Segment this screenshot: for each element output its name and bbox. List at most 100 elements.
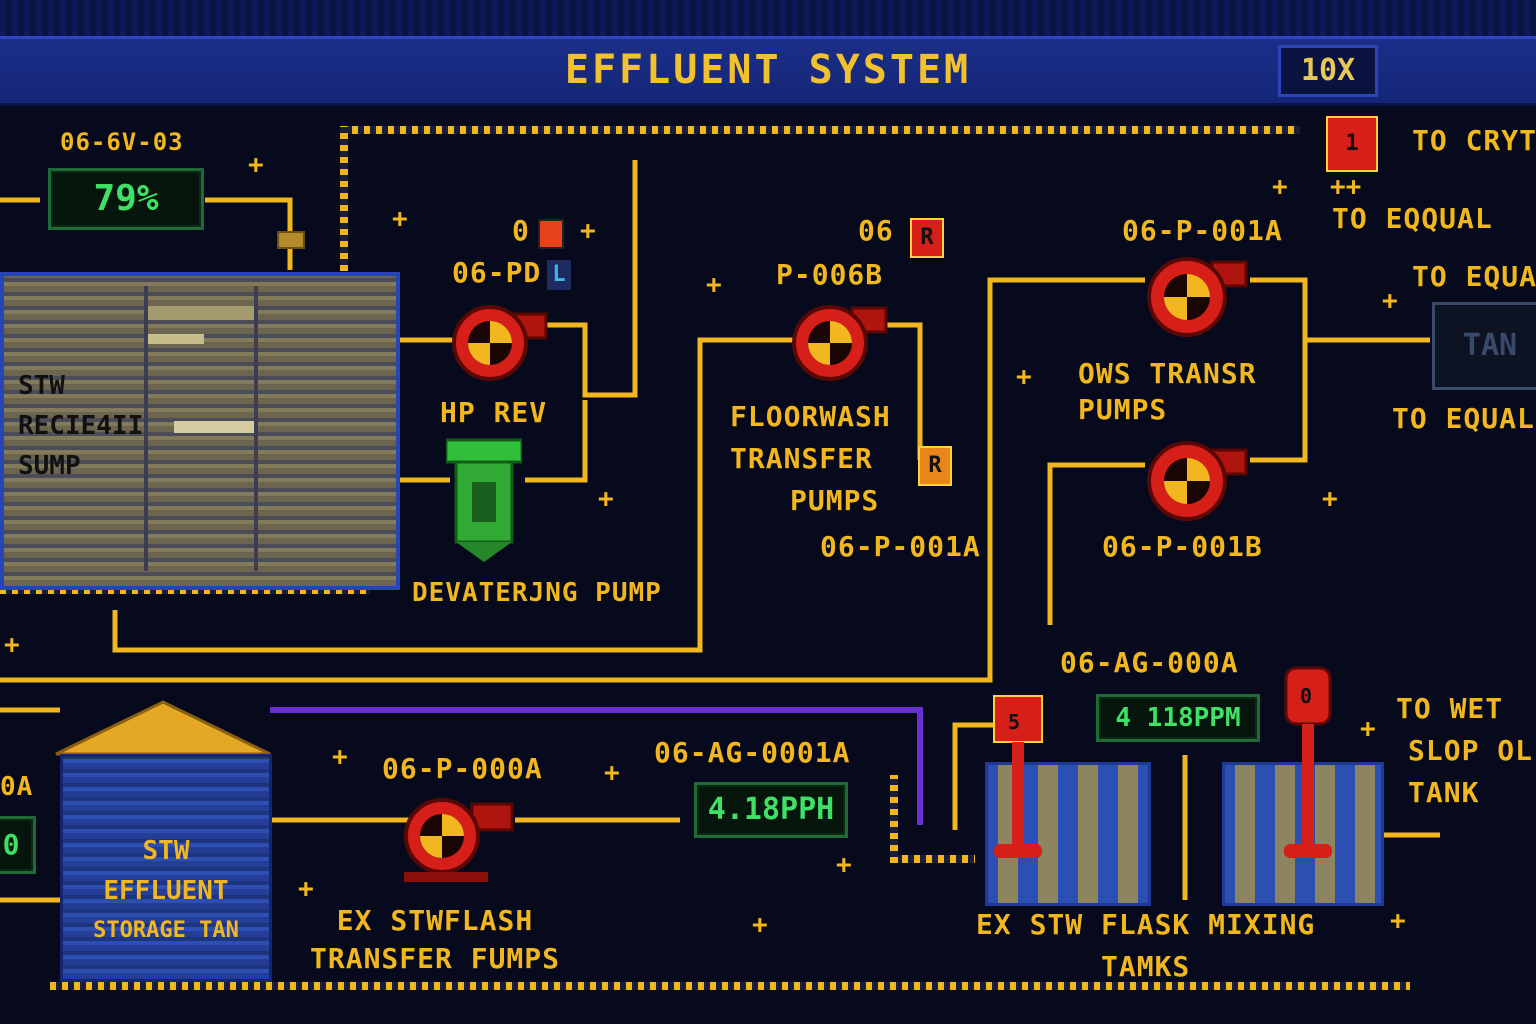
title-bar: EFFLUENT SYSTEM 10X <box>0 36 1536 106</box>
pipe-mixing-in <box>952 722 995 830</box>
pipe-return-floorwash <box>112 337 795 653</box>
outlet-to-equa: TO EQUA <box>1412 260 1536 293</box>
plus-marker: + <box>332 742 348 772</box>
flash-pump-tag: 06-P-000A <box>382 752 543 785</box>
sump-level-bar-3 <box>174 421 254 433</box>
sump-level-readout[interactable]: 79% <box>48 168 204 230</box>
ows-pump-b[interactable] <box>1142 436 1252 526</box>
zoom-button[interactable]: 10X <box>1278 45 1378 97</box>
flash-pump-label: EX STWFLASH TRANSFER FUMPS <box>310 902 560 978</box>
floorwash-tag-1: 06 <box>858 214 894 247</box>
hp-rev-pump[interactable] <box>450 298 550 388</box>
sump-name-line-2: RECIE4II <box>18 411 144 441</box>
flash-transfer-pump[interactable] <box>400 790 520 890</box>
plus-marker: + <box>298 874 314 904</box>
top-strip <box>0 0 1536 36</box>
mixer-1[interactable] <box>990 694 1050 870</box>
plus-marker: + <box>580 216 596 246</box>
storage-tank-name: STW EFFLUENT STORAGE TAN <box>63 831 269 951</box>
storage-left-readout[interactable]: 0 <box>0 816 36 874</box>
analyzer-2-readout[interactable]: 4 118PPM <box>1096 694 1260 742</box>
mixing-tanks-label-line-2: TAMKS <box>1101 950 1191 983</box>
dewatering-pump-label: DEVATERJNG PUMP <box>412 578 662 608</box>
floorwash-label-line-1: FLOORWASH <box>730 400 891 433</box>
plus-marker: + <box>598 484 614 514</box>
pipe-hp-out <box>545 160 638 398</box>
plus-marker: + <box>4 630 20 660</box>
stw-receiving-sump[interactable]: STW RECIE4II SUMP <box>0 272 400 590</box>
storage-tank-name-line-2: EFFLUENT <box>103 876 229 906</box>
plus-marker: + <box>836 850 852 880</box>
pipe-header-ows <box>0 277 1145 683</box>
wet-slop-label-line-2: SLOP OL <box>1408 734 1534 767</box>
ows-label: OWS TRANSR PUMPS <box>1078 356 1257 428</box>
checker-border-sump <box>0 586 370 594</box>
wet-slop-label-line-3: TANK <box>1408 776 1480 809</box>
outlet-badge[interactable]: 1 <box>1326 116 1378 172</box>
mixing-tanks-label: EX STW FLASK MIXING TAMKS <box>976 904 1315 988</box>
ows-label-line-2: PUMPS <box>1078 393 1168 426</box>
dewatering-pump[interactable] <box>446 436 522 566</box>
sump-divider-2 <box>254 286 258 571</box>
plus-marker: + <box>1322 484 1338 514</box>
storage-left-tag: 0A <box>0 772 34 802</box>
floorwash-badge-top[interactable]: R <box>910 218 944 258</box>
plus-marker: ++ <box>1330 172 1362 202</box>
plus-marker: + <box>1272 172 1288 202</box>
hp-rev-label: HP REV <box>440 396 548 429</box>
outlet-to-eqqual: TO EQQUAL <box>1332 202 1493 235</box>
checker-border-bottom <box>50 982 1410 990</box>
sump-name: STW RECIE4II SUMP <box>18 366 143 486</box>
floorwash-label-line-2: TRANSFER <box>730 442 873 475</box>
storage-tank-name-line-3: STORAGE TAN <box>93 918 239 943</box>
checker-border-left <box>340 126 348 271</box>
hp-rev-badge-1 <box>538 219 564 249</box>
plus-marker: + <box>1360 714 1376 744</box>
checker-border-mix-v <box>890 775 898 863</box>
storage-tank-name-line-1: STW <box>142 836 190 866</box>
floorwash-lower-tag: 06-P-001A <box>820 530 981 563</box>
outlet-to-cryt: TO CRYT <box>1412 124 1536 157</box>
mixer-2[interactable] <box>1280 664 1340 870</box>
mixer-1-badge: 5 <box>1008 710 1021 734</box>
floorwash-pump-b[interactable] <box>790 298 890 388</box>
sump-level-bar-2 <box>144 334 204 344</box>
ows-pump-a[interactable] <box>1142 252 1252 342</box>
plus-marker: + <box>1390 906 1406 936</box>
pipe-ows-b-in <box>1047 462 1145 625</box>
floorwash-tag-2: P-006B <box>776 258 884 291</box>
mixer-2-badge: 0 <box>1300 684 1313 708</box>
wet-slop-label-line-1: TO WET <box>1396 692 1504 725</box>
ows-label-line-1: OWS TRANSR <box>1078 357 1257 390</box>
sump-name-line-3: SUMP <box>18 451 81 481</box>
checker-border-top <box>340 126 1300 134</box>
valve-sump-feed <box>277 231 305 249</box>
window-title: EFFLUENT SYSTEM <box>564 47 972 93</box>
stw-effluent-storage-tank[interactable]: STW EFFLUENT STORAGE TAN <box>60 754 272 982</box>
plus-marker: + <box>752 910 768 940</box>
pipe-ows-out <box>1250 277 1308 463</box>
flash-pump-label-line-2: TRANSFER FUMPS <box>310 942 561 975</box>
hp-rev-tag-1: 0 <box>512 214 530 247</box>
flash-pump-label-line-1: EX STWFLASH <box>336 904 534 937</box>
pipe-purple-chemical <box>270 707 923 825</box>
sump-tag: 06-6V-03 <box>60 128 184 156</box>
equal-tank-display[interactable]: TAN <box>1432 302 1536 390</box>
plus-marker: + <box>248 150 264 180</box>
analyzer-1-readout[interactable]: 4.18PPH <box>694 782 848 838</box>
hp-rev-tag-2: 06-PD <box>452 256 542 289</box>
plus-marker: + <box>604 758 620 788</box>
plus-marker: + <box>706 270 722 300</box>
pipe-dewater-out <box>525 400 588 483</box>
analyzer-1-tag: 06-AG-0001A <box>654 736 851 769</box>
checker-border-mix <box>890 855 975 863</box>
analyzer-2-tag: 06-AG-000A <box>1060 646 1239 679</box>
plus-marker: + <box>392 204 408 234</box>
floorwash-badge-bottom[interactable]: R <box>918 446 952 486</box>
ows-tag-bottom: 06-P-001B <box>1102 530 1263 563</box>
sump-divider-1 <box>144 286 148 571</box>
floorwash-label: FLOORWASH TRANSFER PUMPS <box>730 396 891 522</box>
pipe-floorwash-out <box>880 322 923 460</box>
